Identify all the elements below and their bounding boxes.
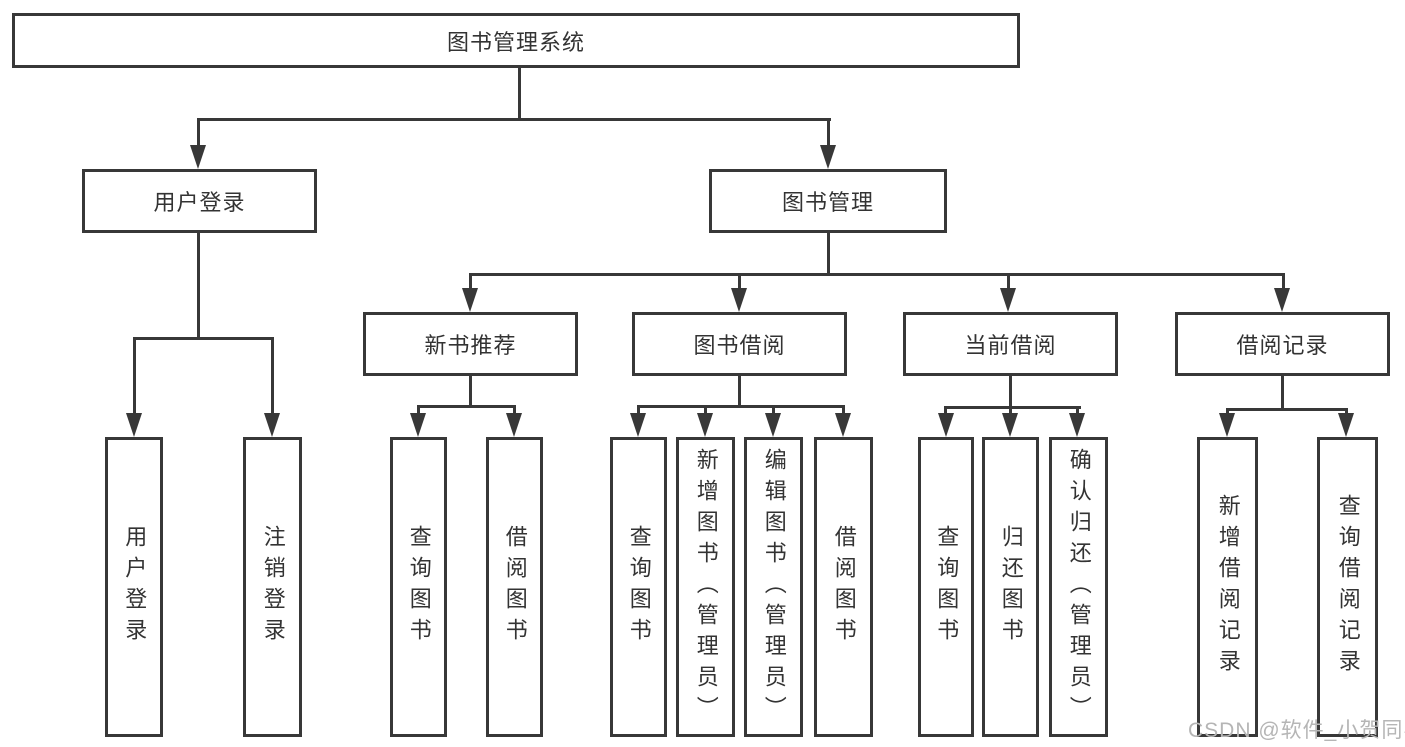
connector-stem bbox=[1281, 376, 1284, 409]
leaf-label: 查询图书 bbox=[934, 525, 960, 649]
leaf-return-books: 归还图书 bbox=[982, 437, 1039, 737]
node-current-borrow: 当前借阅 bbox=[903, 312, 1118, 376]
leaf-add-borrow-record: 新增借阅记录 bbox=[1197, 437, 1258, 737]
watermark-text: CSDN @软件_小贺同学 bbox=[1188, 719, 1405, 742]
arrow-down-icon bbox=[410, 413, 426, 437]
leaf-user-login: 用户登录 bbox=[105, 437, 163, 737]
connector-stem bbox=[513, 405, 516, 415]
node-label: 图书借阅 bbox=[693, 333, 786, 358]
connector-mgmt-stem bbox=[827, 233, 830, 273]
leaf-label: 编辑图书（管理员） bbox=[761, 447, 787, 727]
leaf-label: 查询图书 bbox=[406, 525, 432, 649]
connector-root-stem bbox=[518, 68, 521, 118]
leaf-label: 用户登录 bbox=[122, 525, 148, 649]
connector-stem bbox=[1282, 273, 1285, 289]
connector-stem bbox=[738, 376, 741, 405]
connector-stem bbox=[944, 406, 947, 414]
connector-stem bbox=[704, 405, 707, 415]
connector-stem bbox=[1076, 406, 1079, 414]
leaf-label: 借阅图书 bbox=[502, 525, 528, 649]
arrow-down-icon bbox=[1219, 413, 1235, 437]
connector-bar bbox=[1226, 408, 1348, 411]
connector-stem bbox=[1226, 408, 1229, 414]
leaf-query-books-recommend: 查询图书 bbox=[390, 437, 447, 737]
connector-stem bbox=[1009, 376, 1012, 407]
arrow-down-icon bbox=[1002, 413, 1018, 437]
arrow-down-icon bbox=[1274, 288, 1290, 312]
connector-bar bbox=[417, 405, 516, 408]
leaf-query-borrow-record: 查询借阅记录 bbox=[1317, 437, 1378, 737]
node-root-library-system: 图书管理系统 bbox=[12, 13, 1020, 68]
leaf-edit-books-admin: 编辑图书（管理员） bbox=[744, 437, 803, 737]
arrow-down-icon bbox=[731, 288, 747, 312]
arrow-down-icon bbox=[1069, 413, 1085, 437]
arrow-down-icon bbox=[630, 413, 646, 437]
node-label: 当前借阅 bbox=[964, 333, 1057, 358]
leaf-add-books-admin: 新增图书（管理员） bbox=[676, 437, 735, 737]
leaf-borrow-books-recommend: 借阅图书 bbox=[486, 437, 543, 737]
arrow-down-icon bbox=[462, 288, 478, 312]
connector-stem bbox=[1009, 406, 1012, 414]
node-book-management: 图书管理 bbox=[709, 169, 947, 233]
connector-stem bbox=[738, 273, 741, 289]
node-label: 用户登录 bbox=[153, 190, 246, 215]
connector-stem bbox=[1007, 273, 1010, 289]
leaf-label: 新增借阅记录 bbox=[1215, 494, 1241, 680]
leaf-confirm-return-admin: 确认归还（管理员） bbox=[1049, 437, 1108, 737]
arrow-down-icon bbox=[264, 413, 280, 437]
leaf-label: 借阅图书 bbox=[831, 525, 857, 649]
connector-user-stem bbox=[197, 233, 200, 337]
node-user-login: 用户登录 bbox=[82, 169, 317, 233]
leaf-query-books: 查询图书 bbox=[610, 437, 667, 737]
node-label: 图书管理 bbox=[781, 190, 874, 215]
leaf-logout: 注销登录 bbox=[243, 437, 302, 737]
connector-stem bbox=[469, 273, 472, 289]
node-new-book-recommend: 新书推荐 bbox=[363, 312, 578, 376]
arrow-down-icon bbox=[506, 413, 522, 437]
leaf-label: 新增图书（管理员） bbox=[693, 447, 719, 727]
node-label: 图书管理系统 bbox=[446, 29, 585, 55]
arrow-down-icon bbox=[765, 413, 781, 437]
leaf-label: 注销登录 bbox=[260, 525, 286, 649]
connector-stem bbox=[133, 337, 136, 414]
connector-stem bbox=[827, 118, 830, 146]
connector-bar bbox=[637, 405, 845, 408]
node-label: 借阅记录 bbox=[1236, 333, 1329, 358]
leaf-label: 确认归还（管理员） bbox=[1066, 447, 1092, 727]
leaf-label: 归还图书 bbox=[998, 525, 1024, 649]
connector-mgmt-bar bbox=[469, 273, 1285, 276]
arrow-down-icon bbox=[835, 413, 851, 437]
node-borrow-records: 借阅记录 bbox=[1175, 312, 1390, 376]
arrow-down-icon bbox=[190, 145, 206, 169]
leaf-borrow-books: 借阅图书 bbox=[814, 437, 873, 737]
connector-stem bbox=[417, 405, 420, 415]
connector-root-bar bbox=[197, 118, 831, 121]
connector-bar bbox=[944, 406, 1081, 409]
arrow-down-icon bbox=[1338, 413, 1354, 437]
arrow-down-icon bbox=[126, 413, 142, 437]
connector-stem bbox=[469, 376, 472, 405]
connector-stem bbox=[1345, 408, 1348, 414]
leaf-query-books-current: 查询图书 bbox=[918, 437, 974, 737]
connector-stem bbox=[842, 405, 845, 415]
connector-stem bbox=[772, 405, 775, 415]
connector-user-bar bbox=[133, 337, 274, 340]
arrow-down-icon bbox=[1000, 288, 1016, 312]
connector-stem bbox=[197, 118, 200, 146]
arrow-down-icon bbox=[820, 145, 836, 169]
arrow-down-icon bbox=[697, 413, 713, 437]
leaf-label: 查询借阅记录 bbox=[1335, 494, 1361, 680]
node-book-borrow: 图书借阅 bbox=[632, 312, 847, 376]
node-label: 新书推荐 bbox=[424, 333, 517, 358]
arrow-down-icon bbox=[938, 413, 954, 437]
connector-stem bbox=[271, 337, 274, 414]
leaf-label: 查询图书 bbox=[626, 525, 652, 649]
connector-stem bbox=[637, 405, 640, 415]
